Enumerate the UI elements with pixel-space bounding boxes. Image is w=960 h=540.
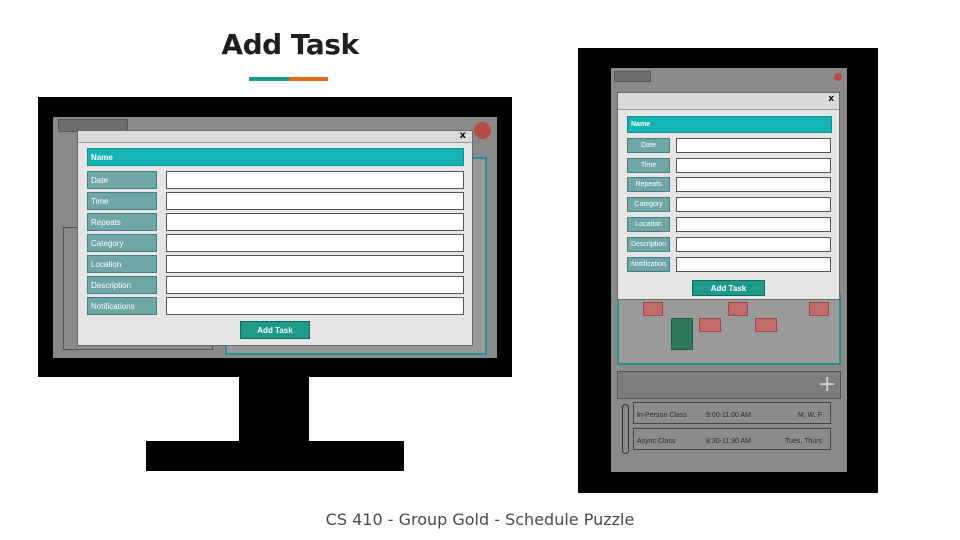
date-label: Date: [627, 138, 670, 153]
time-input[interactable]: [166, 192, 464, 210]
description-label: Description: [627, 237, 670, 252]
close-icon[interactable]: x: [828, 94, 834, 104]
slide-footer: CS 410 - Group Gold - Schedule Puzzle: [325, 510, 635, 529]
calendar-event: [755, 318, 777, 332]
add-task-button[interactable]: Add Task: [692, 280, 765, 296]
plus-icon[interactable]: +: [818, 372, 837, 397]
class-days: Tues, Thurs: [785, 438, 822, 445]
add-task-button[interactable]: Add Task: [240, 321, 310, 339]
time-label: Time: [627, 158, 670, 173]
repeats-label: Repeats: [87, 213, 157, 231]
task-name-field[interactable]: Name: [87, 148, 464, 166]
calendar-event: [728, 302, 748, 316]
category-input[interactable]: [676, 197, 831, 212]
repeats-input[interactable]: [676, 177, 831, 192]
add-task-dialog-desktop: x Name Date Time Repeats Category Locati…: [77, 130, 473, 346]
class-days: M, W, F: [797, 412, 822, 419]
background-tab: [614, 71, 651, 82]
location-input[interactable]: [676, 217, 831, 232]
class-list-item[interactable]: Async Class 8:30-11:30 AM Tues, Thurs: [633, 428, 831, 450]
title-underline-orange: [289, 77, 328, 81]
location-input[interactable]: [166, 255, 464, 273]
calendar-event: [643, 302, 663, 316]
add-task-dialog-tablet: x Name Date Time Repeats Category Locati…: [617, 92, 840, 300]
class-time: 9:00-11:00 AM: [706, 412, 752, 419]
class-name: Async Class: [637, 438, 676, 445]
monitor-base: [146, 441, 404, 471]
category-input[interactable]: [166, 234, 464, 252]
dialog-title-bar: [618, 93, 839, 110]
calendar-event: [809, 302, 829, 316]
close-icon[interactable]: x: [459, 130, 466, 141]
calendar-event: [671, 318, 693, 350]
date-input[interactable]: [166, 171, 464, 189]
repeats-input[interactable]: [166, 213, 464, 231]
notification-input[interactable]: [676, 257, 831, 272]
location-label: Location: [627, 217, 670, 232]
description-input[interactable]: [676, 237, 831, 252]
title-underline-teal: [249, 77, 289, 81]
slide-title: Add Task: [221, 28, 359, 61]
calendar-event: [699, 318, 721, 332]
profile-avatar: [474, 122, 491, 139]
location-label: Location: [87, 255, 157, 273]
dialog-title-bar: [78, 131, 472, 143]
class-time: 8:30-11:30 AM: [706, 438, 752, 445]
add-schedule-bar: [617, 371, 841, 399]
description-input[interactable]: [166, 276, 464, 294]
time-label: Time: [87, 192, 157, 210]
monitor-neck: [239, 376, 309, 442]
class-name: In-Person Class: [637, 412, 687, 419]
category-label: Category: [627, 197, 670, 212]
task-name-field[interactable]: Name: [627, 116, 832, 133]
date-label: Date: [87, 171, 157, 189]
repeats-label: Repeats: [627, 177, 670, 192]
tablet-screen: + In-Person Class 9:00-11:00 AM M, W, F …: [611, 68, 847, 472]
date-input[interactable]: [676, 138, 831, 153]
category-label: Category: [87, 234, 157, 252]
desktop-screen: x Name Date Time Repeats Category Locati…: [53, 117, 497, 358]
time-input[interactable]: [676, 158, 831, 173]
notification-label: Notification: [627, 257, 670, 272]
notifications-input[interactable]: [166, 297, 464, 315]
description-label: Description: [87, 276, 157, 294]
profile-avatar: [834, 73, 842, 81]
notifications-label: Notifications: [87, 297, 157, 315]
list-scrollbar[interactable]: [622, 404, 629, 454]
class-list-item[interactable]: In-Person Class 9:00-11:00 AM M, W, F: [633, 402, 831, 424]
